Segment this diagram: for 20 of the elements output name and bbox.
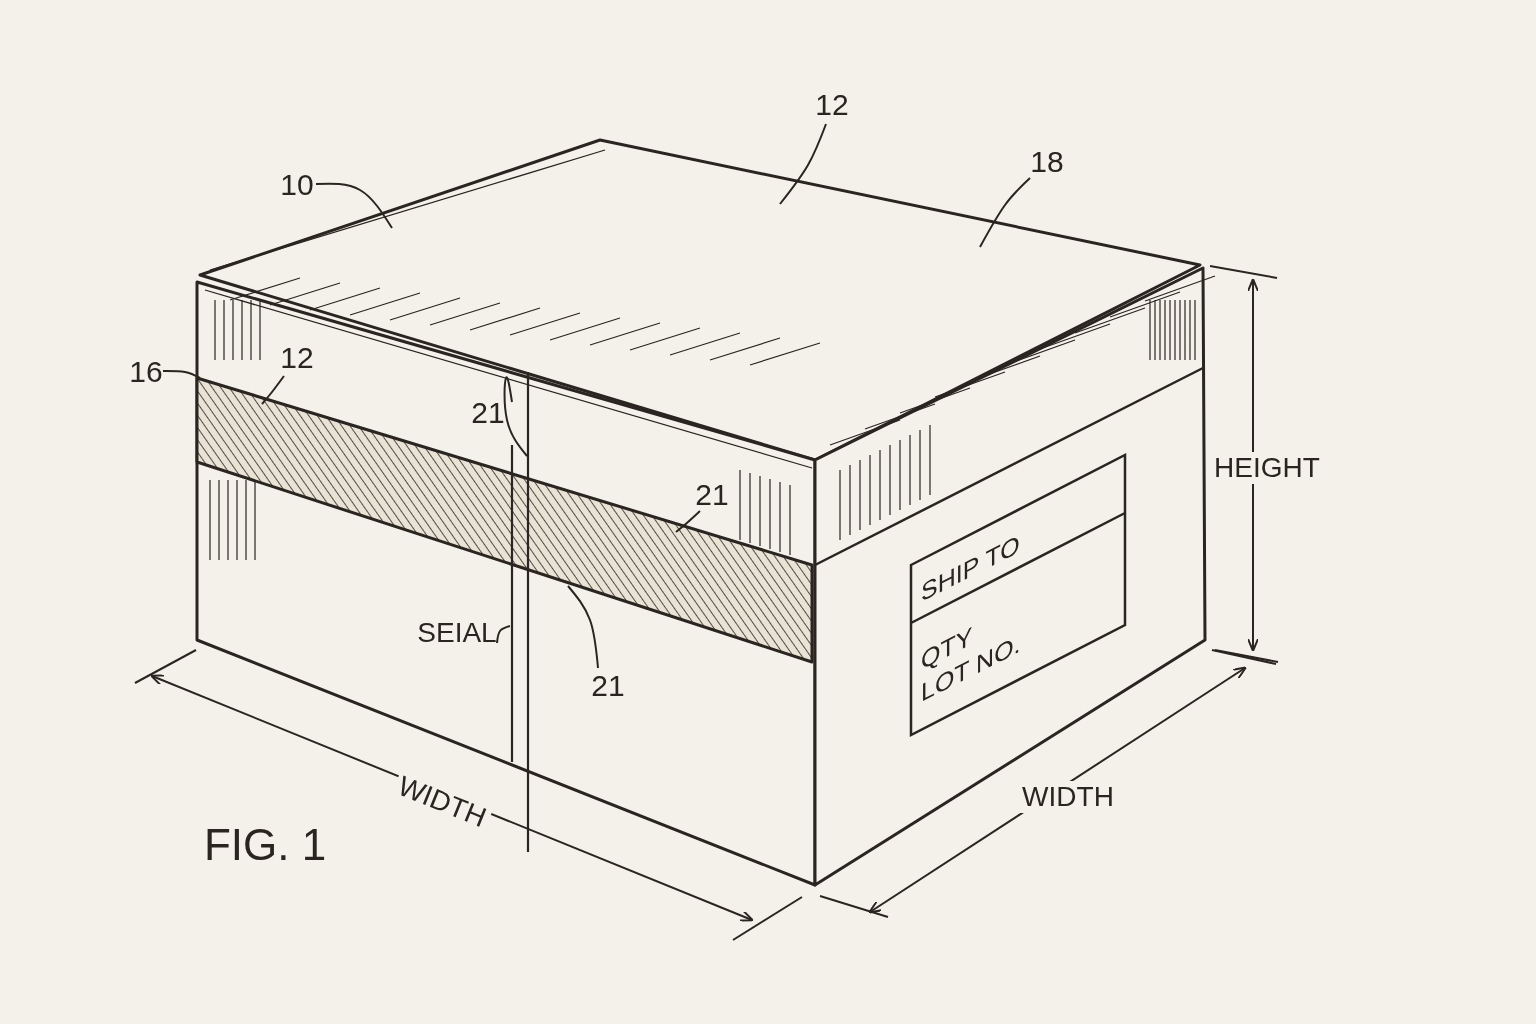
- callout-number: 12: [815, 90, 849, 120]
- callout-number: 12: [280, 343, 314, 373]
- leader-line: [162, 369, 201, 379]
- callout-number: 16: [129, 357, 163, 387]
- callout-number: 10: [280, 170, 314, 200]
- part-label: SEIAL: [417, 619, 497, 647]
- callout-number: 18: [1030, 147, 1064, 177]
- leader-line: [675, 510, 701, 533]
- shipping-label: [909, 453, 1127, 737]
- leader-line: [503, 376, 528, 457]
- leader-line: [567, 585, 599, 669]
- label-field-text: SHIP TO: [921, 530, 1020, 606]
- leader-line: [496, 625, 511, 644]
- leader-line: [979, 177, 1031, 248]
- callout-number: 21: [471, 398, 505, 428]
- leader-line: [261, 375, 285, 405]
- leader-line: [779, 123, 827, 205]
- callout-number: 21: [591, 671, 625, 701]
- callout-number: 21: [695, 480, 729, 510]
- leader-line: [315, 182, 393, 229]
